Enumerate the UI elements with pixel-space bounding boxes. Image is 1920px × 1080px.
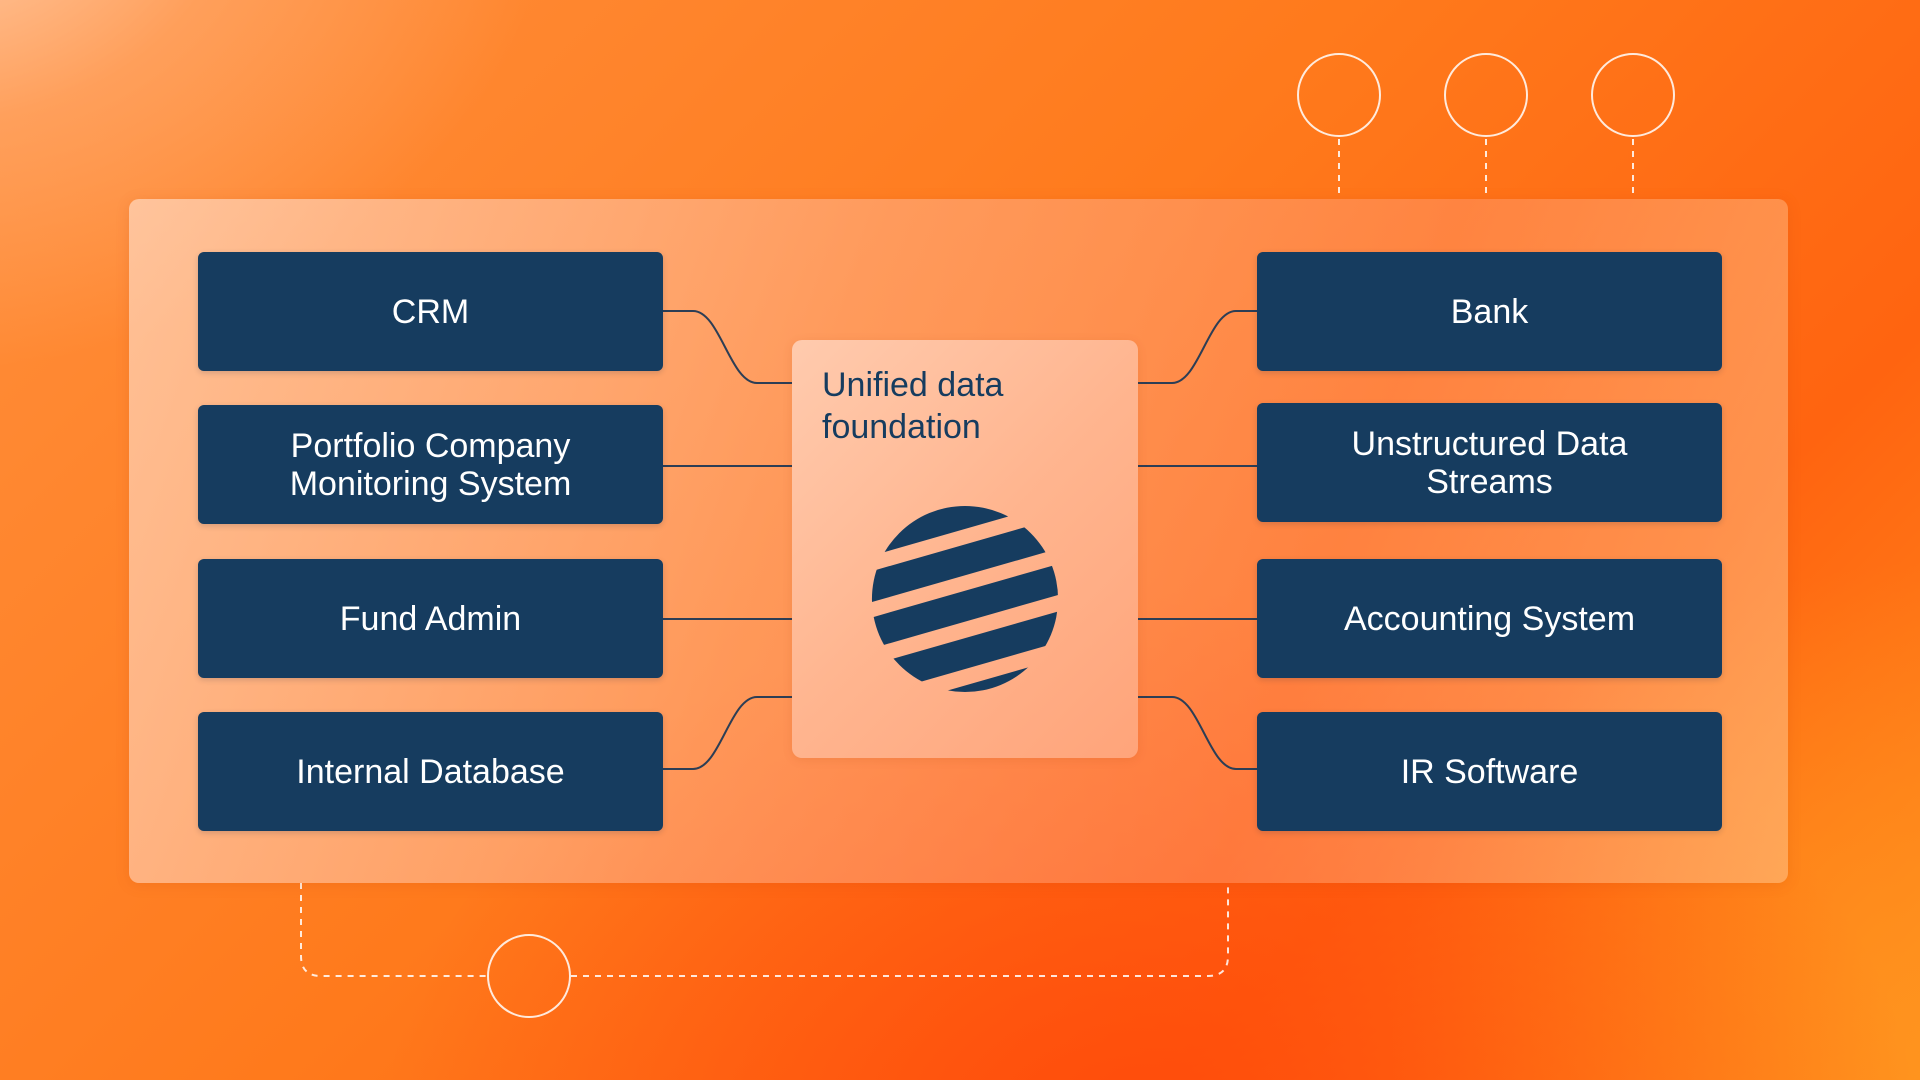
decorative-circle-top-2 <box>1444 53 1528 137</box>
source-node-label: Portfolio Company Monitoring System <box>289 426 572 503</box>
source-node-bank: Bank <box>1257 252 1722 371</box>
source-node-label: Accounting System <box>1343 599 1636 638</box>
decorative-circle-top-3 <box>1591 53 1675 137</box>
decorative-circle-bottom <box>487 934 571 1018</box>
source-node-crm: CRM <box>198 252 663 371</box>
unified-data-hub: Unified data foundation <box>792 340 1138 758</box>
source-node-fund-admin: Fund Admin <box>198 559 663 678</box>
source-node-internal-database: Internal Database <box>198 712 663 831</box>
decorative-circle-top-1 <box>1297 53 1381 137</box>
source-node-label: Fund Admin <box>339 599 522 638</box>
source-node-unstructured-data: Unstructured Data Streams <box>1257 403 1722 522</box>
source-node-accounting-system: Accounting System <box>1257 559 1722 678</box>
hub-title: Unified data foundation <box>822 366 1004 446</box>
source-node-label: Bank <box>1450 292 1529 331</box>
source-node-label: Internal Database <box>296 752 565 791</box>
source-node-ir-software: IR Software <box>1257 712 1722 831</box>
source-node-label: IR Software <box>1400 752 1579 791</box>
source-node-label: CRM <box>391 292 470 331</box>
source-node-label: Unstructured Data Streams <box>1351 424 1628 501</box>
source-node-portfolio-monitoring: Portfolio Company Monitoring System <box>198 405 663 524</box>
striped-globe-icon <box>871 505 1059 693</box>
